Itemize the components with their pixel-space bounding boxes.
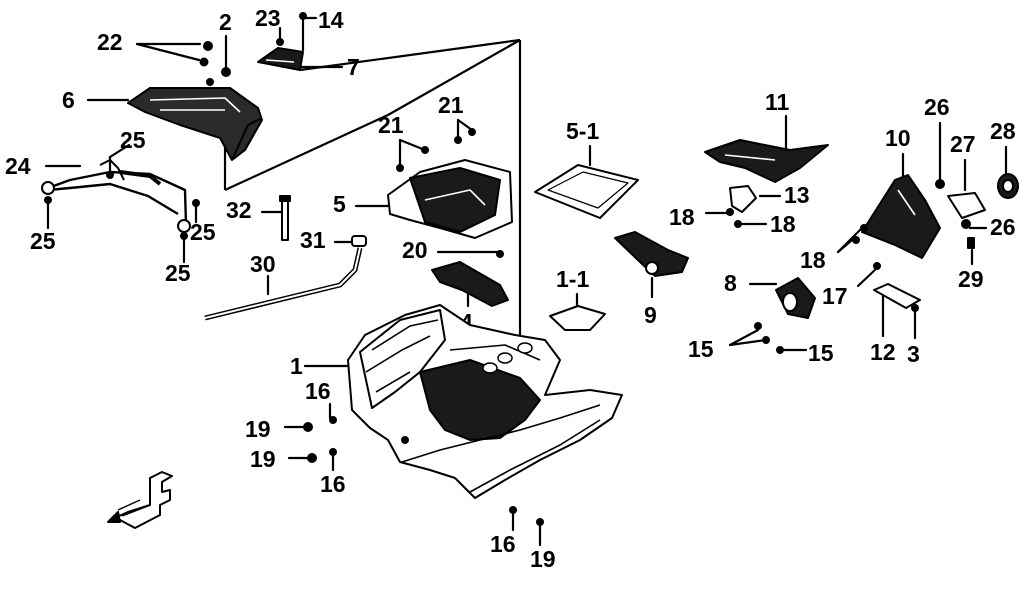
- callout-8: 8: [724, 270, 737, 296]
- leader-line: [135, 42, 201, 62]
- rear-fender-body-part: [303, 304, 623, 526]
- callout-9: 9: [644, 302, 657, 328]
- callout-22: 22: [97, 29, 123, 55]
- callout-12: 12: [870, 339, 896, 365]
- small-plate-part: [257, 47, 304, 71]
- callout-24: 24: [5, 153, 31, 179]
- callout-16: 16: [490, 531, 516, 557]
- rear-fender-flap-part: [704, 139, 829, 183]
- connector-bracket-part: [614, 231, 689, 277]
- frame-line: [224, 114, 389, 191]
- callout-26: 26: [990, 214, 1016, 240]
- callout-11: 11: [765, 89, 790, 115]
- clip-part: [726, 185, 757, 228]
- callout-1: 1: [290, 353, 303, 379]
- callout-18: 18: [800, 247, 826, 273]
- reflector-bracket-part: [935, 179, 986, 249]
- callout-16: 16: [320, 471, 346, 497]
- callout-28: 28: [990, 118, 1016, 144]
- long-bolt-part: [279, 195, 291, 241]
- callout-5-1: 5-1: [566, 118, 599, 144]
- callout-15: 15: [688, 336, 714, 362]
- callout-10: 10: [885, 125, 911, 151]
- callout-7: 7: [347, 54, 360, 80]
- callout-14: 14: [318, 7, 344, 33]
- emblem-part: [549, 305, 606, 331]
- callout-29: 29: [958, 266, 984, 292]
- callout-27: 27: [950, 131, 976, 157]
- callout-18: 18: [669, 204, 695, 230]
- storage-box-screws: [396, 128, 476, 172]
- leader-line: [728, 328, 760, 347]
- callout-25: 25: [30, 228, 56, 254]
- callout-19: 19: [245, 416, 271, 442]
- grab-bar-screws: [44, 171, 200, 240]
- callout-23: 23: [255, 5, 281, 31]
- callout-13: 13: [784, 182, 810, 208]
- front-direction-arrow-icon: [107, 471, 173, 529]
- leader-line: [856, 266, 879, 288]
- license-bracket-part: [873, 283, 921, 312]
- callout-30: 30: [250, 251, 276, 277]
- leader-line: [108, 143, 131, 159]
- hose-part: [204, 235, 367, 321]
- frame-line: [387, 39, 521, 116]
- leader-line: [836, 238, 854, 254]
- frame-line: [299, 38, 521, 72]
- grab-bar-part: [41, 159, 191, 233]
- leader-line: [456, 118, 474, 132]
- callout-5: 5: [333, 191, 346, 217]
- callout-25: 25: [190, 219, 216, 245]
- tail-light-part: [754, 277, 816, 354]
- callout-19: 19: [530, 546, 556, 572]
- callout-20: 20: [402, 237, 428, 263]
- callout-6: 6: [62, 87, 75, 113]
- callout-21: 21: [378, 112, 404, 138]
- rack-screws: [199, 12, 307, 86]
- callout-31: 31: [300, 227, 326, 253]
- callout-32: 32: [226, 197, 252, 223]
- callout-3: 3: [907, 341, 920, 367]
- parts: [41, 12, 1019, 529]
- leader-line: [398, 138, 427, 152]
- callout-25: 25: [165, 260, 191, 286]
- side-guard-part: [852, 174, 941, 270]
- callout-2: 2: [219, 9, 232, 35]
- floor-mat-part: [534, 164, 639, 219]
- callout-17: 17: [822, 283, 848, 309]
- callout-16: 16: [305, 378, 331, 404]
- leader-line: [728, 338, 768, 347]
- reflector-disc-part: [997, 173, 1019, 199]
- rear-rack-part: [127, 87, 263, 161]
- storage-box-part: [387, 159, 513, 239]
- callout-18: 18: [770, 211, 796, 237]
- callout-21: 21: [438, 92, 464, 118]
- callout-1-1: 1-1: [556, 266, 589, 292]
- callout-19: 19: [250, 446, 276, 472]
- mount-bracket-part: [431, 250, 509, 307]
- callout-15: 15: [808, 340, 834, 366]
- callout-labels: 22 2 23 14 7 6 25 24 25 25 25 21 21 5 32…: [5, 5, 1016, 572]
- callout-26: 26: [924, 94, 950, 120]
